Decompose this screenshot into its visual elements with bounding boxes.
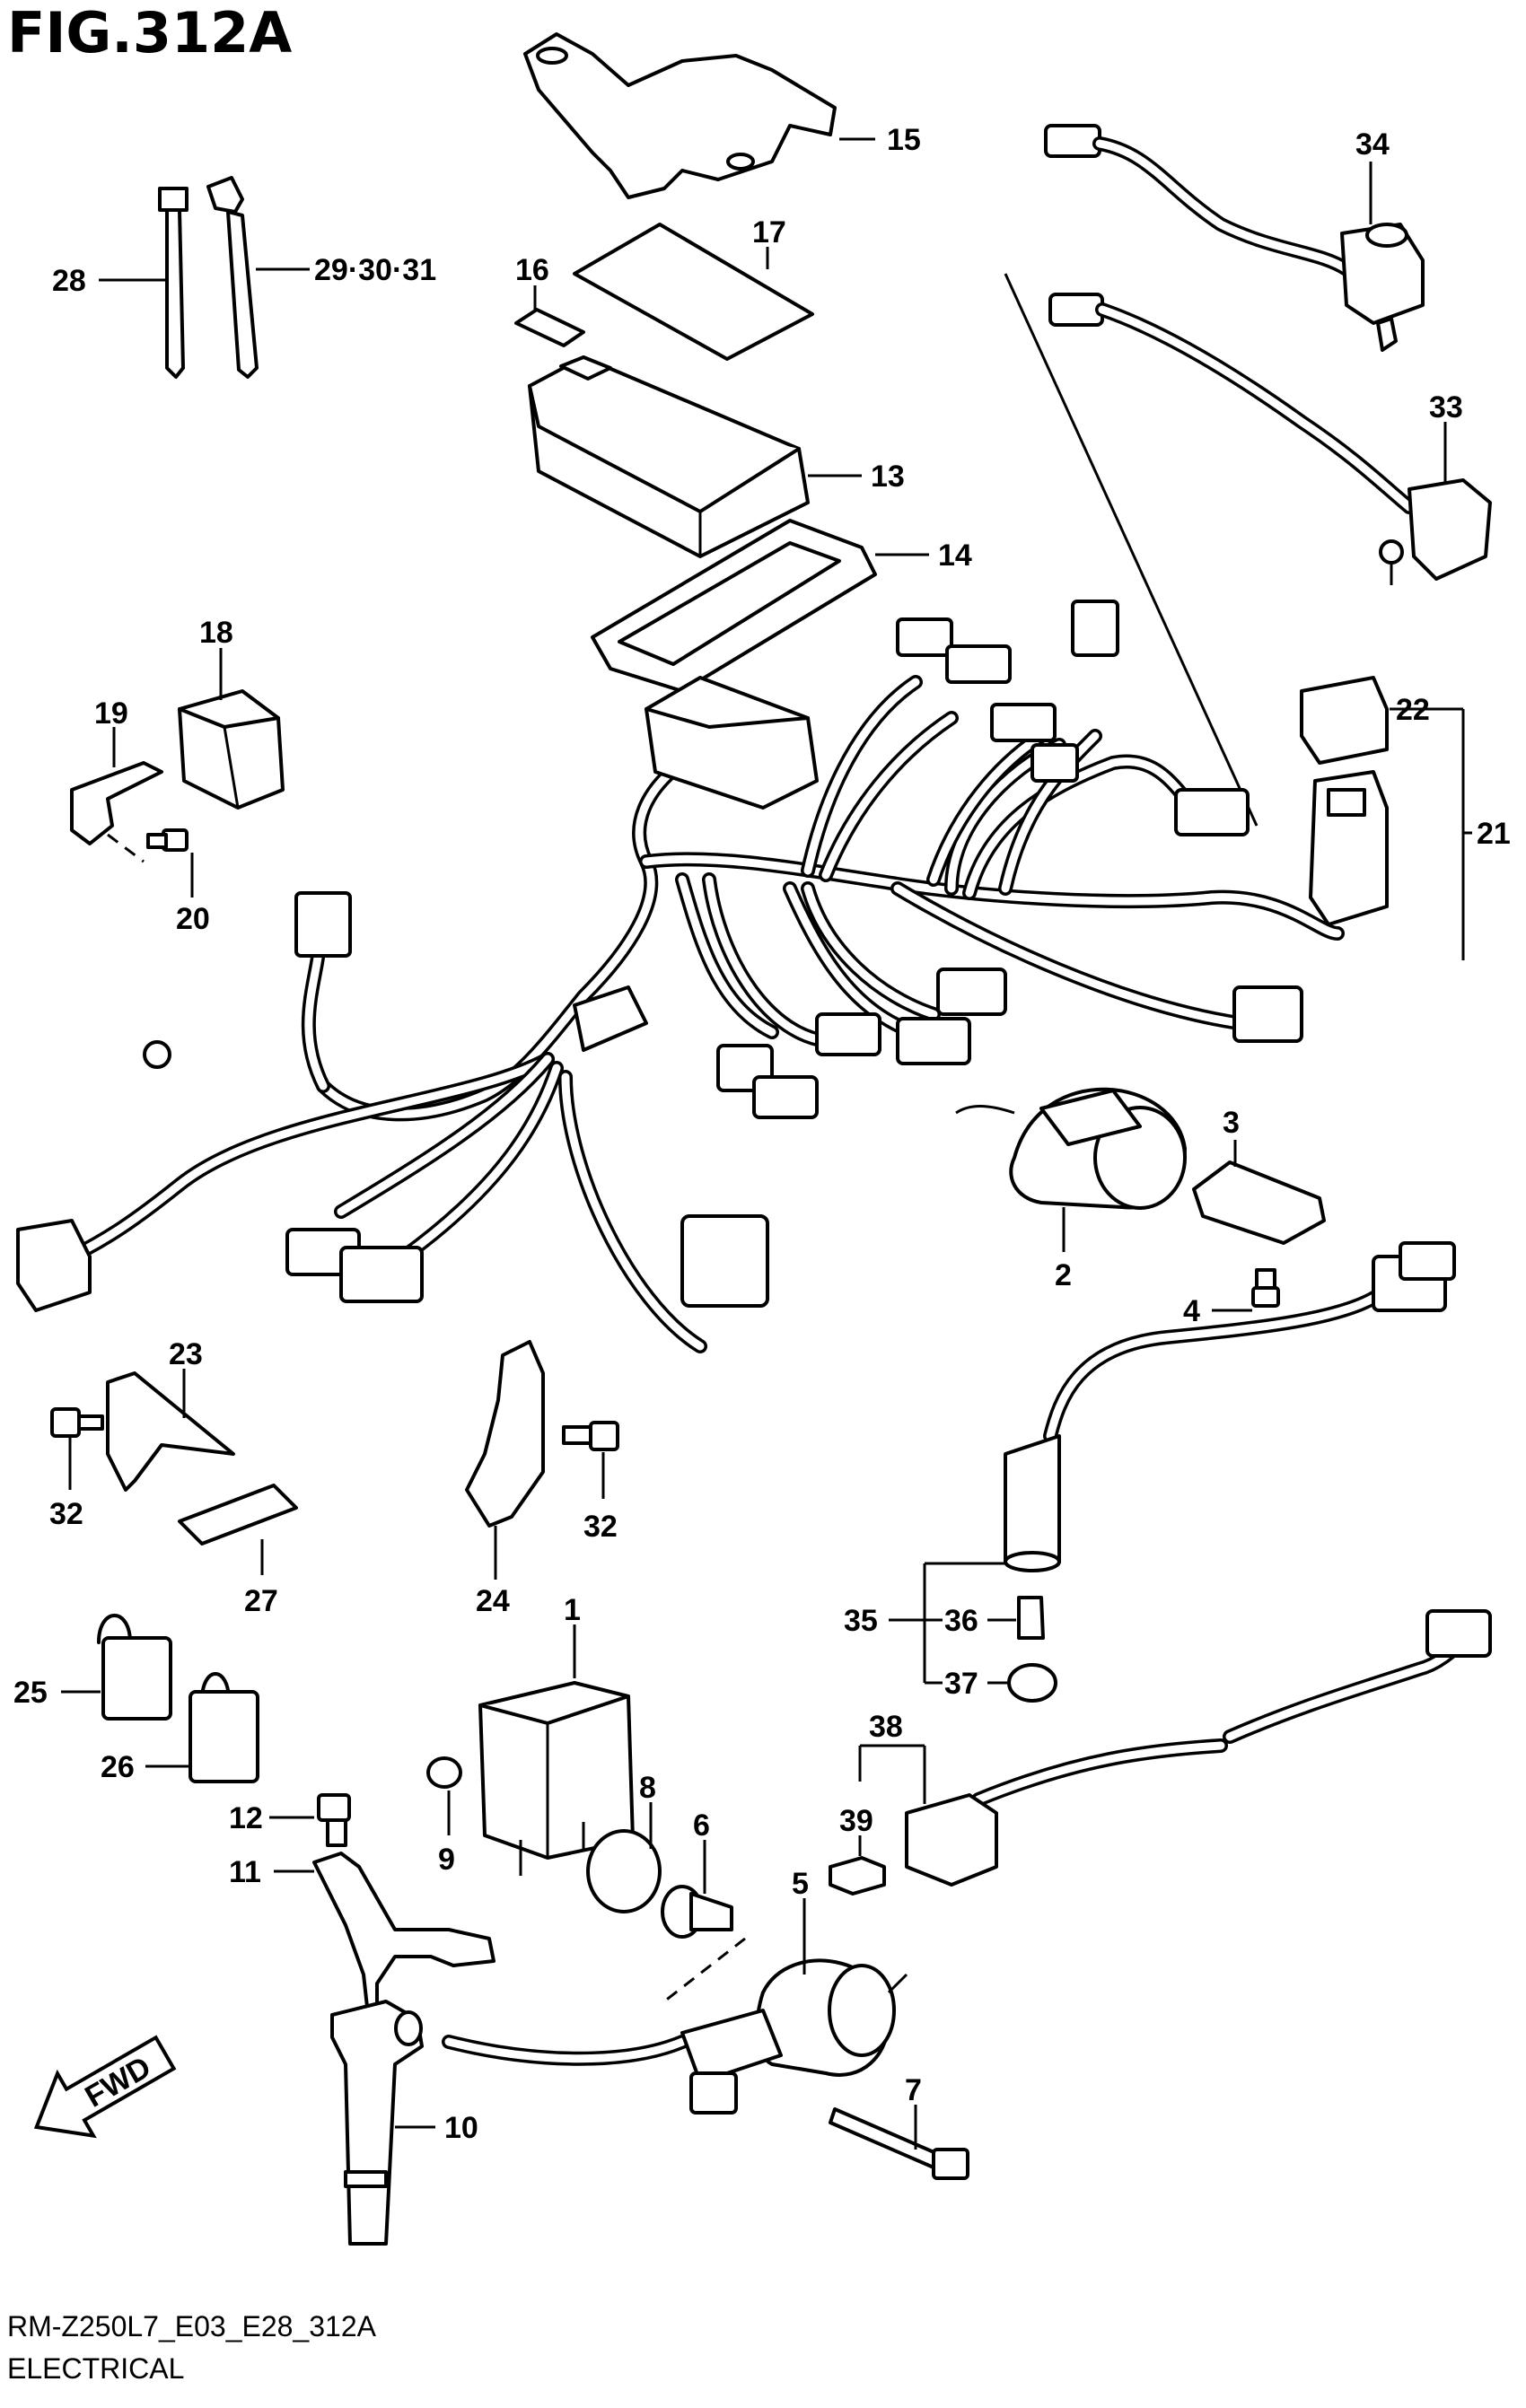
callout-3: 3 [1223,1106,1240,1140]
resistor-36 [1017,1596,1045,1640]
callout-37: 37 [944,1667,978,1701]
callout-1: 1 [564,1593,581,1627]
coupler-25 [97,1614,172,1721]
callout-12: 12 [229,1801,263,1835]
callout-8: 8 [639,1771,656,1805]
clip-19 [70,761,163,845]
callout-29-30-31: 29·30·31 [314,253,436,287]
bolt-32b [562,1421,619,1451]
callout-33: 33 [1429,390,1463,425]
callout-26: 26 [101,1750,135,1784]
callout-6: 6 [693,1808,710,1843]
bolt-12 [317,1793,351,1847]
callout-39: 39 [839,1804,873,1838]
band-14 [591,519,877,693]
pad-17 [573,223,814,361]
callout-11: 11 [229,1855,261,1889]
bracket-24 [465,1340,545,1528]
plug-cap-10 [330,2000,424,2246]
pad-16 [514,308,585,347]
nut-9 [426,1756,462,1789]
callout-32b: 32 [583,1510,618,1544]
seal-37 [1007,1663,1057,1703]
bracket-11 [312,1852,496,2017]
callout-18: 18 [199,616,233,650]
callout-22: 22 [1396,693,1430,727]
callout-17: 17 [752,215,786,250]
cable-tie-28 [158,187,189,379]
section-name: ELECTRICAL [7,2352,184,2385]
relay-socket-21 [1309,770,1389,926]
cushion-8 [586,1829,662,1913]
collar-6 [661,1885,733,1939]
bracket-15 [523,32,837,199]
callout-15: 15 [887,123,921,157]
model-code: RM-Z250L7_E03_E28_312A [7,2310,377,2342]
harness-connectors [16,600,1303,1312]
fwd-arrow-icon: FWD [33,2035,177,2139]
bolt-7 [829,2107,969,2180]
cable-tie-29-30-31 [206,176,259,379]
callout-2: 2 [1055,1258,1072,1292]
ecm-13 [528,355,810,558]
callout-21: 21 [1477,817,1511,851]
cdi-unit-1 [478,1681,635,1876]
callout-5: 5 [792,1867,809,1901]
pad-27 [178,1484,298,1545]
callout-4: 4 [1183,1294,1200,1328]
relay-18 [178,689,285,810]
canister-2 [955,1087,1187,1210]
callout-9: 9 [438,1843,455,1877]
callout-7: 7 [905,2073,922,2107]
callout-35: 35 [844,1604,878,1638]
fuse-39 [829,1856,886,1896]
switch-34 [1044,124,1425,352]
bolt-20 [146,828,189,852]
callout-10: 10 [444,2111,478,2145]
ignition-coil-5 [442,1958,908,2115]
callout-27: 27 [244,1584,278,1618]
callout-20: 20 [176,902,210,936]
callout-38: 38 [869,1710,903,1744]
callout-16: 16 [515,253,549,287]
bracket-3 [1192,1160,1326,1245]
connector-38 [905,1609,1492,1887]
switch-33 [1048,293,1492,585]
callout-23: 23 [169,1337,203,1371]
callout-14: 14 [938,539,972,573]
spark-plug-lead-35 [1004,1241,1456,1572]
callout-34: 34 [1355,127,1390,162]
bolt-32a [50,1407,104,1438]
callout-32a: 32 [49,1497,83,1531]
relay-22 [1300,676,1389,765]
callout-28: 28 [52,264,86,298]
callout-13: 13 [871,460,905,494]
figure-title: FIG.312A [7,0,292,66]
callout-25: 25 [13,1676,48,1710]
cover-23 [106,1371,235,1492]
screw-4 [1251,1268,1280,1308]
callout-36: 36 [944,1604,978,1638]
callout-24: 24 [476,1584,510,1618]
callout-19: 19 [94,696,128,731]
coupler-26 [189,1672,259,1783]
